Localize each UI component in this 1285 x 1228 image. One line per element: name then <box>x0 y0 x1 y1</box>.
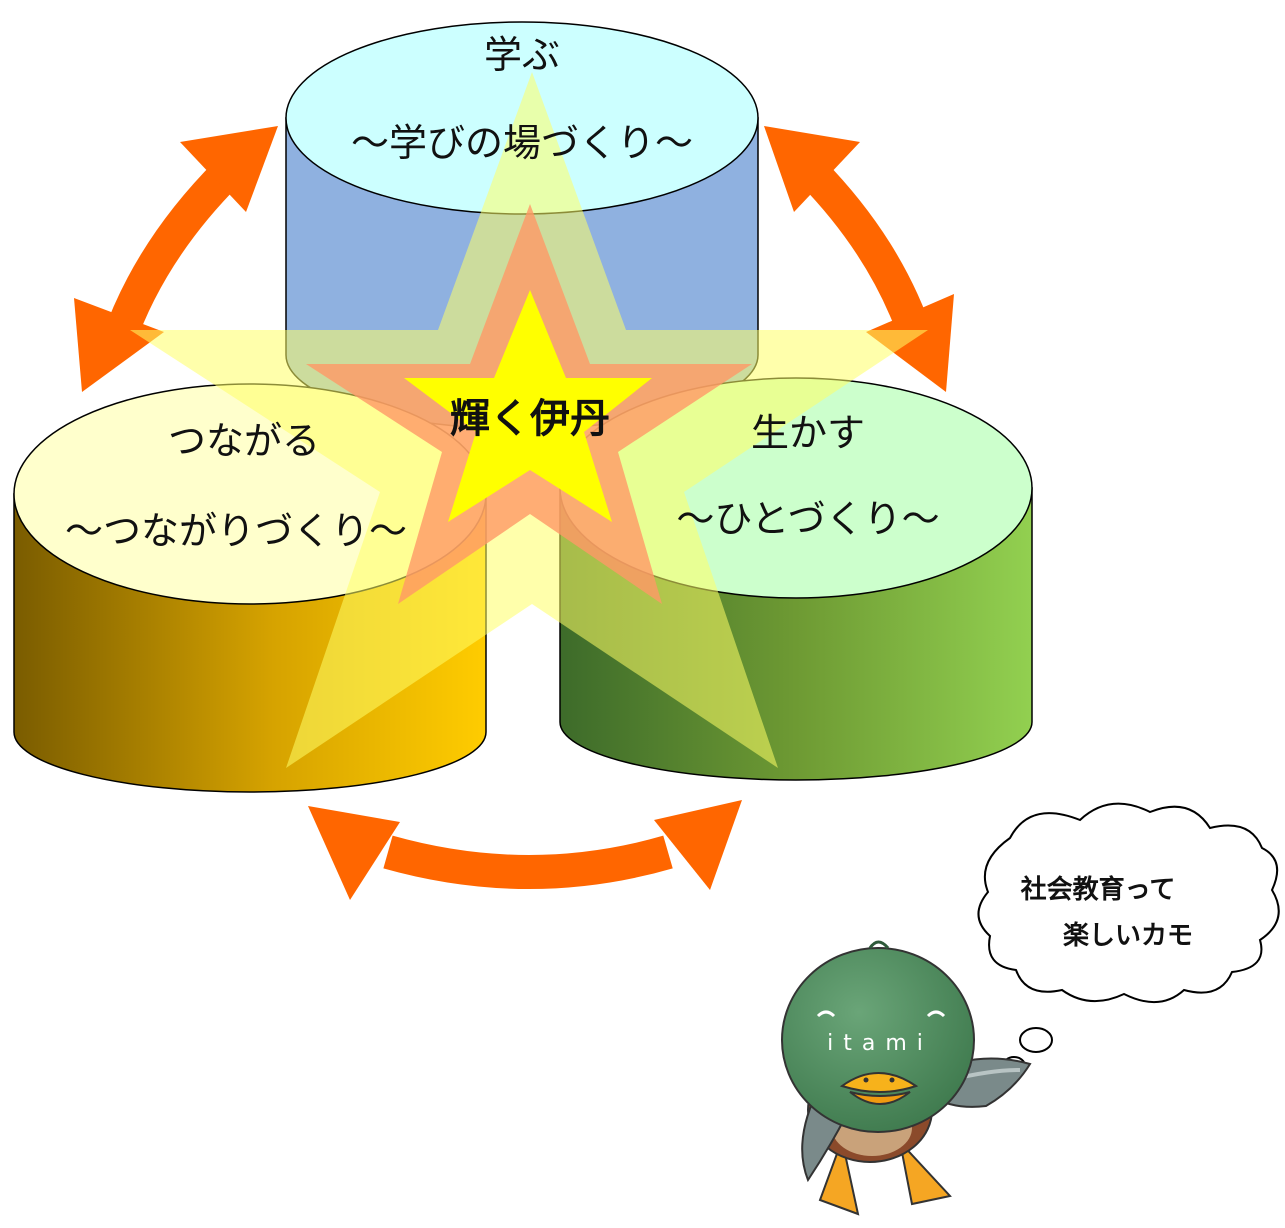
bubble-line-2: 楽しいカモ <box>1063 921 1193 951</box>
right-subtitle: ～ひとづくり～ <box>676 497 939 541</box>
arrow-left <box>74 126 278 392</box>
left-title: つながる <box>168 419 320 463</box>
top-subtitle: ～学びの場づくり～ <box>351 121 693 165</box>
star-inner <box>404 290 652 522</box>
bubble-line-1: 社会教育って <box>1021 874 1176 905</box>
cycle-arrows <box>74 126 954 900</box>
duck-mascot: itami <box>781 940 1032 1216</box>
top-title: 学ぶ <box>484 33 560 77</box>
thought-bubble: 社会教育って 楽しいカモ <box>977 802 1280 1088</box>
mascot-badge-text: itami <box>827 1031 933 1056</box>
arrow-bottom <box>308 800 742 900</box>
right-title: 生かす <box>751 411 865 455</box>
center-label: 輝く伊丹 <box>450 396 610 442</box>
arrow-right <box>764 126 954 392</box>
left-subtitle: ～つながりづくり～ <box>65 509 407 553</box>
